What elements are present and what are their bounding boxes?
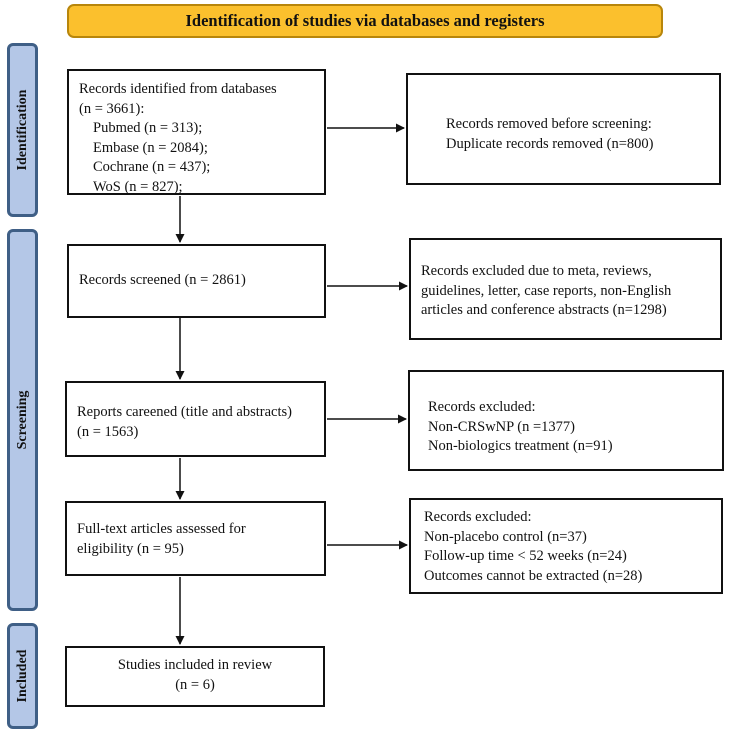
excluded-non-crswnp: Non-CRSwNP (n =1377)	[428, 418, 576, 435]
flow-header: Identification of studies via databases …	[67, 4, 663, 38]
records-screened-text: Records screened (n = 2861)	[79, 272, 246, 289]
fulltext-line2: eligibility (n = 95)	[77, 540, 184, 557]
reports-careened-box: Reports careened (title and abstracts) (…	[65, 381, 326, 457]
database-item-pubmed: Pubmed (n = 313);	[93, 120, 203, 136]
excluded-fulltext-heading: Records excluded:	[424, 509, 532, 525]
records-excluded-fulltext-box: Records excluded: Non-placebo control (n…	[409, 498, 723, 594]
excluded-meta-line2: guidelines, letter, case reports, non-En…	[421, 282, 672, 299]
fulltext-assessed-box: Full-text articles assessed for eligibil…	[65, 501, 326, 576]
records-removed-box: Records removed before screening: Duplic…	[406, 73, 721, 185]
studies-included-line1: Studies included in review	[117, 657, 273, 673]
database-item-cochrane: Cochrane (n = 437);	[93, 159, 211, 175]
database-item-embase: Embase (n = 2084);	[93, 139, 208, 156]
database-item-wos: WoS (n = 827);	[93, 178, 183, 195]
records-identified-heading: Records identified from databases	[79, 81, 277, 97]
excluded-outcomes: Outcomes cannot be extracted (n=28)	[424, 567, 643, 584]
records-identified-box: Records identified from databases (n = 3…	[67, 69, 326, 195]
excluded-meta-line1: Records excluded due to meta, reviews,	[421, 263, 652, 279]
studies-included-box: Studies included in review (n = 6)	[65, 646, 325, 707]
stage-included: Included	[7, 623, 38, 729]
records-removed-heading: Records removed before screening:	[446, 116, 652, 132]
excluded-crs-heading: Records excluded:	[428, 399, 536, 415]
records-excluded-crs-box: Records excluded: Non-CRSwNP (n =1377) N…	[408, 370, 724, 471]
stage-identification: Identification	[7, 43, 38, 217]
excluded-non-placebo: Non-placebo control (n=37)	[424, 528, 587, 545]
studies-included-count: (n = 6)	[175, 676, 215, 693]
records-screened-box: Records screened (n = 2861)	[67, 244, 326, 318]
duplicate-records-removed: Duplicate records removed (n=800)	[446, 135, 654, 152]
records-identified-total: (n = 3661):	[79, 100, 145, 117]
header-title: Identification of studies via databases …	[185, 11, 545, 30]
stage-screening: Screening	[7, 229, 38, 611]
fulltext-line1: Full-text articles assessed for	[77, 521, 246, 537]
excluded-non-biologics: Non-biologics treatment (n=91)	[428, 438, 613, 454]
excluded-meta-line3: articles and conference abstracts (n=129…	[421, 302, 667, 318]
reports-careened-line1: Reports careened (title and abstracts)	[77, 404, 292, 420]
reports-careened-line2: (n = 1563)	[77, 423, 139, 440]
excluded-follow-up: Follow-up time < 52 weeks (n=24)	[424, 548, 627, 564]
records-excluded-meta-box: Records excluded due to meta, reviews, g…	[409, 238, 722, 340]
